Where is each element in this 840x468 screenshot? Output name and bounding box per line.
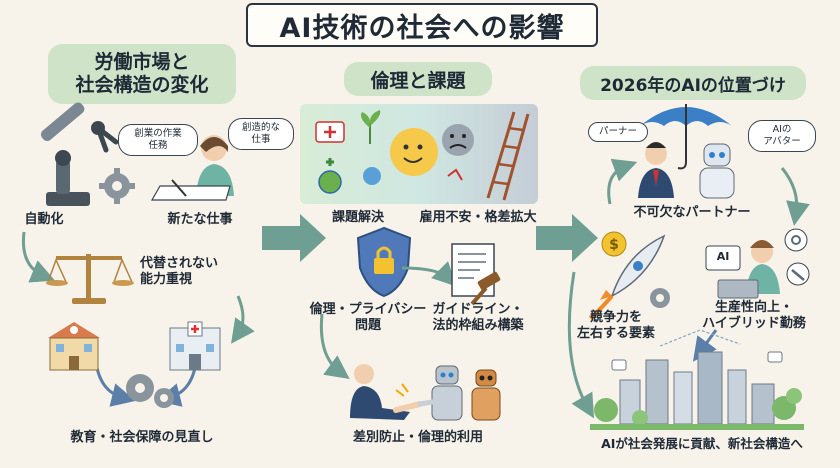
gears-icon <box>126 374 174 408</box>
gavel-icon <box>470 271 501 306</box>
robots-icon <box>417 365 501 421</box>
label-essential-partner: 不可欠なパートナー <box>633 205 751 220</box>
medical-kit-icon <box>315 121 345 143</box>
remote-worker-icon <box>705 240 780 299</box>
sad-face-icon <box>442 124 474 156</box>
gear-icon <box>99 168 135 204</box>
decline-icon <box>447 168 463 181</box>
label-automation: 自動化 <box>24 212 64 227</box>
label-job-insecurity: 雇用不安・格差拡大 <box>419 210 537 225</box>
school-building-icon <box>48 322 100 371</box>
label-competitiveness: 競争力を 左右する要素 <box>576 310 656 342</box>
flow-arrow-2 <box>536 214 598 262</box>
labor-heading-line1: 労働市場と <box>94 51 190 74</box>
city-skyline-icon <box>590 329 804 430</box>
label-ethics-privacy: 倫理・プライバシー 問題 <box>309 302 427 334</box>
bubble-ai-avatar: AIの アバター <box>748 120 816 152</box>
tool-icons <box>784 228 810 286</box>
label-conclusion: AIが社会発展に貢献、新社会構造へ <box>601 436 803 451</box>
legal-document-icon <box>451 243 495 297</box>
section-heading-future: 2026年のAIの位置づけ <box>580 66 806 100</box>
main-title: AI技術の社会への影響 <box>246 3 598 47</box>
section-heading-labor: 労働市場と 社会構造の変化 <box>48 44 236 104</box>
hands-globe-icon <box>318 158 381 194</box>
handshake-icon <box>350 364 423 420</box>
label-fair-use: 差別防止・倫理的利用 <box>352 430 484 445</box>
ai-screen-label: AI <box>716 250 730 263</box>
gear-small-icon <box>650 288 670 308</box>
businessman-icon <box>638 142 674 198</box>
dollar-coin-icon: $ <box>601 231 627 257</box>
labor-heading-line2: 社会構造の変化 <box>75 74 209 96</box>
label-guidelines: ガイドライン・ 法的枠組み構築 <box>432 302 524 334</box>
shield-lock-icon <box>356 226 412 298</box>
label-productivity: 生産性向上・ ハイブリッド勤務 <box>702 300 806 332</box>
umbrella-icon <box>640 104 732 170</box>
robot-arm-icon <box>40 102 119 206</box>
rocket-icon <box>588 234 666 320</box>
bubble-partner: パーナー <box>588 122 648 142</box>
label-irreplaceable-skills: 代替されない 能力重視 <box>140 256 219 288</box>
label-problem-solving: 課題解決 <box>331 210 385 225</box>
label-new-jobs: 新たな仕事 <box>167 212 233 227</box>
ai-avatar-robot-icon <box>699 143 735 199</box>
hospital-building-icon <box>169 321 221 371</box>
label-education-review: 教育・社会保障の見直し <box>70 430 214 445</box>
plant-icon <box>361 110 381 144</box>
scales-icon <box>46 254 134 304</box>
svg-text:$: $ <box>609 237 619 253</box>
ladder-icon <box>486 111 530 201</box>
bubble-creative-job: 創造的な 仕事 <box>228 118 294 150</box>
section-heading-ethics: 倫理と課題 <box>344 62 492 96</box>
bubble-creative-work: 創業の作業 任務 <box>118 124 198 156</box>
flow-arrow-1 <box>262 214 326 262</box>
happy-sun-icon <box>390 128 438 176</box>
worker-person-icon <box>150 135 234 201</box>
